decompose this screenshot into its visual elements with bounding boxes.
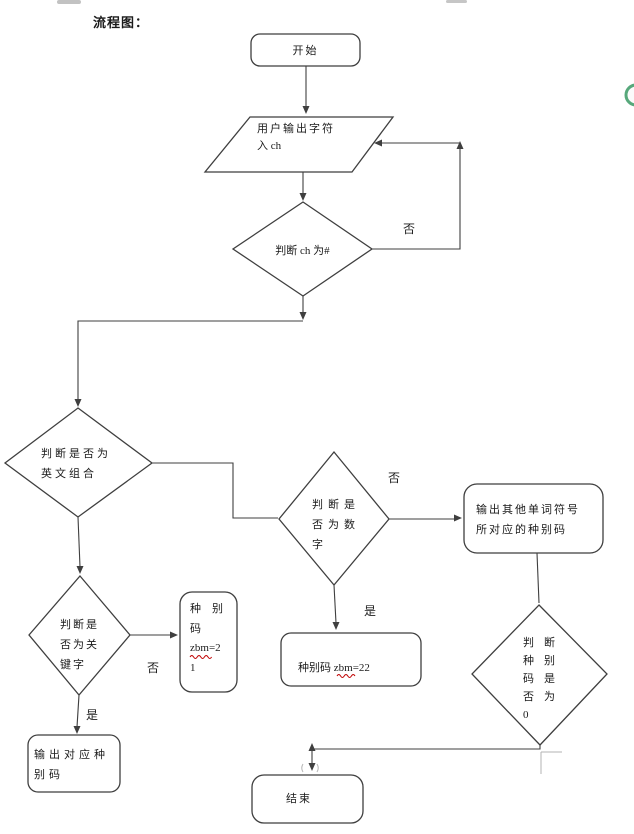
output-code-line2: 别码 <box>34 769 64 781</box>
check-zero-line5: 0 <box>523 709 529 721</box>
check-zero-line3: 码是 <box>523 673 565 685</box>
check-english-line2: 英文组合 <box>41 468 97 480</box>
output-code-box-shape <box>27 734 121 793</box>
input-parallelogram-shape <box>203 116 395 173</box>
arrowhead-into-code22 <box>332 622 340 630</box>
edge-hash-no-loop <box>372 147 461 250</box>
arrowhead-into-checkhash <box>299 193 307 201</box>
arrowhead-into-outputcode <box>73 726 81 734</box>
start-node-label: 开始 <box>292 45 319 57</box>
check-keyword-line3: 键字 <box>60 659 86 671</box>
arrowhead-loop-left <box>374 139 382 147</box>
edge-to-check-english <box>77 320 303 400</box>
output-other-label: 输出其他单词符号 所对应的种别码 <box>476 500 580 540</box>
check-zero-line1: 判断 <box>523 637 565 649</box>
input-line1: 用户输出字符 <box>257 123 335 135</box>
check-zero-line2: 种别 <box>523 655 565 667</box>
edge-keyword-yes <box>76 694 80 728</box>
connector-dot-left-artifact <box>301 763 304 773</box>
output-other-line1: 输出其他单词符号 <box>476 504 580 516</box>
check-digit-line3: 字 <box>312 539 328 551</box>
edge-english-no-to-digit <box>152 462 278 519</box>
arrowhead-into-english <box>74 399 82 407</box>
edge-other-to-checkzero <box>536 552 540 604</box>
edge-digit-yes <box>333 584 337 624</box>
arrowhead-loop-up <box>456 141 464 149</box>
gray-corner-artifact <box>540 751 562 774</box>
code21-label: 种别 码 zbm=2 1 <box>190 600 234 678</box>
check-zero-label: 判断 种别 码是 否为 0 <box>523 634 565 724</box>
edge-label-keyword-no: 否 <box>147 661 160 675</box>
check-keyword-line2: 否为关 <box>60 639 99 651</box>
check-digit-line2: 否为数 <box>312 519 360 531</box>
output-other-line2: 所对应的种别码 <box>476 524 567 536</box>
check-digit-label: 判断是 否为数 字 <box>312 495 360 555</box>
section-label: 流程图： <box>93 15 150 30</box>
check-keyword-label: 判断是 否为关 键字 <box>60 615 99 675</box>
connector-dot-right-artifact <box>316 763 319 773</box>
end-terminator-shape <box>251 774 364 824</box>
top-edge-artifact-left <box>57 0 81 4</box>
squiggle-zbm22 <box>336 674 356 678</box>
output-code-line1: 输出对应种 <box>34 749 109 761</box>
arrowhead-into-end <box>308 763 316 771</box>
code22-label: 种别码 zbm=22 <box>298 662 370 674</box>
edge-label-hash-no: 否 <box>403 222 416 236</box>
check-zero-line4: 否为 <box>523 691 565 703</box>
input-line2: 入 ch <box>257 140 282 152</box>
edge-english-yes <box>77 516 81 568</box>
end-node-label: 结束 <box>286 793 312 805</box>
edge-label-digit-yes: 是 <box>364 604 377 618</box>
top-edge-artifact-right <box>446 0 467 3</box>
arrowhead-into-other <box>454 514 462 522</box>
squiggle-zbm21 <box>189 655 213 659</box>
input-node-label: 用户输出字符 入 ch <box>257 121 335 155</box>
code21-line2: 码 <box>190 622 201 635</box>
edge-checkzero-to-end-h <box>312 745 541 750</box>
arrowhead-hash-down <box>299 312 307 320</box>
arrowhead-junction-up <box>308 743 316 751</box>
code21-box-shape <box>179 591 238 693</box>
check-english-line1: 判断是否为 <box>41 448 111 460</box>
arrowhead-into-input <box>302 106 310 114</box>
floating-green-widget-icon[interactable] <box>624 83 634 107</box>
check-hash-label: 判断 ch 为# <box>275 245 330 257</box>
code21-line3: zbm=2 <box>190 642 221 654</box>
edge-label-keyword-yes: 是 <box>86 708 99 722</box>
check-keyword-line1: 判断是 <box>60 619 99 631</box>
code21-line4: 1 <box>190 661 196 674</box>
check-english-label: 判断是否为 英文组合 <box>41 444 111 484</box>
arrowhead-into-code21 <box>170 631 178 639</box>
arrowhead-into-keyword <box>76 566 84 574</box>
code21-line1: 种别 <box>190 603 234 615</box>
edge-label-digit-no: 否 <box>388 471 401 485</box>
code22-box-shape <box>280 632 422 687</box>
check-digit-line1: 判断是 <box>312 499 360 511</box>
output-other-box-shape <box>463 483 604 554</box>
output-code-label: 输出对应种 别码 <box>34 745 109 785</box>
